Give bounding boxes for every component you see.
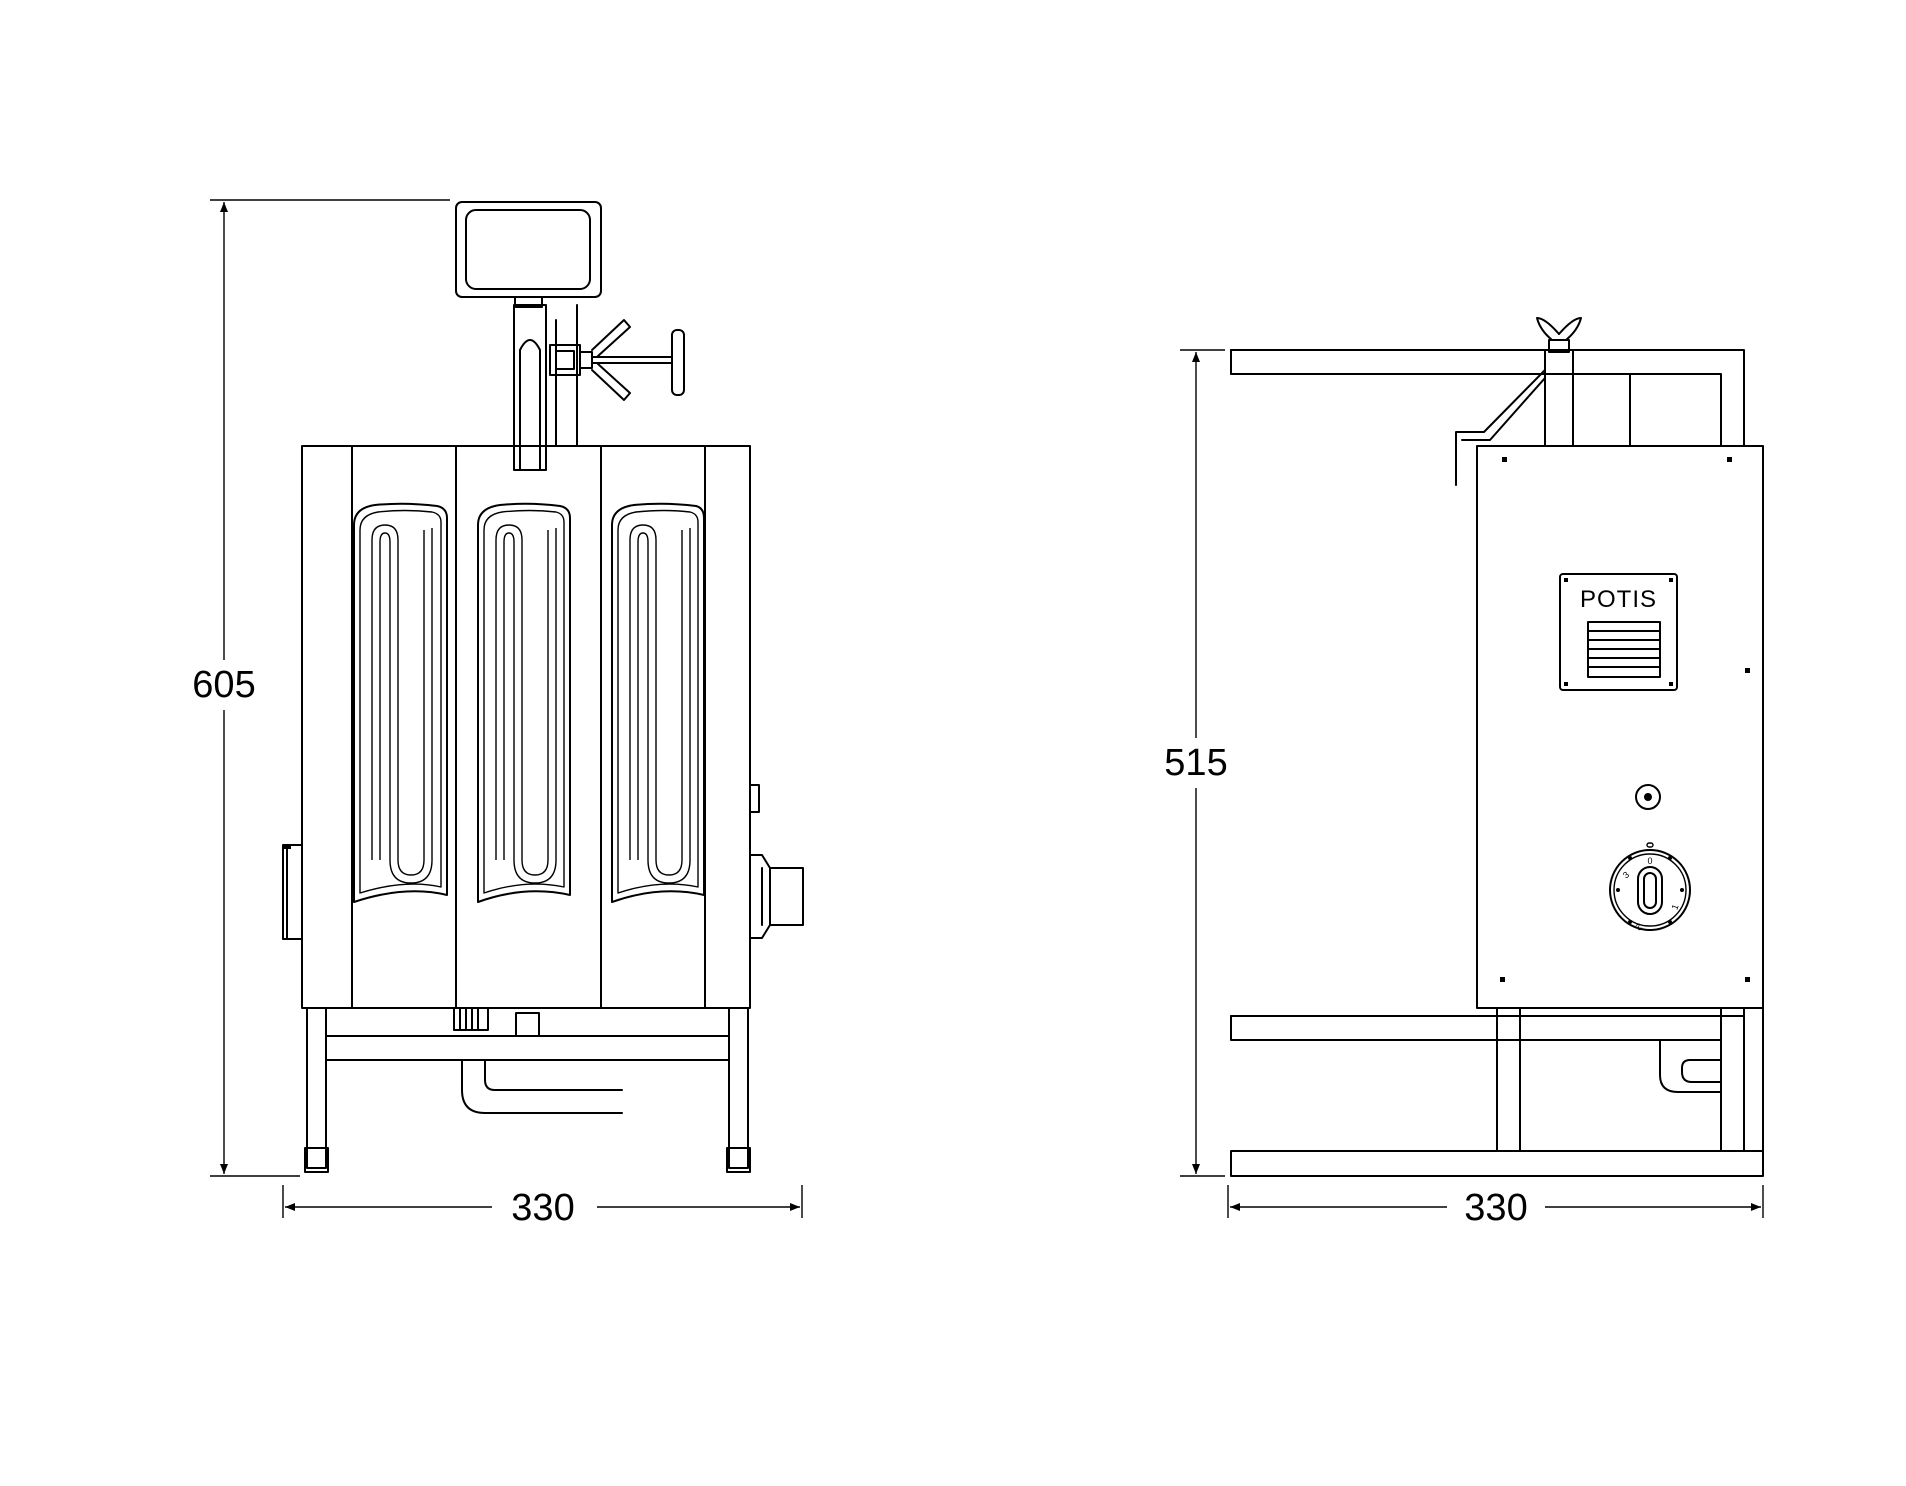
drain-valve [453, 1007, 623, 1114]
side-height-dimension: 515 [1164, 349, 1228, 1177]
heater-panel-right [611, 502, 705, 903]
side-width-label: 330 [1464, 1187, 1527, 1229]
wing-nut [1536, 317, 1582, 353]
front-cabinet [301, 445, 751, 1009]
front-width-dimension: 330 [282, 1185, 803, 1229]
display-panel [455, 201, 602, 308]
top-arm [1230, 349, 1745, 486]
heater-panel-center [477, 502, 571, 903]
side-height-label: 515 [1164, 742, 1227, 784]
right-side-fitting [749, 784, 804, 939]
indicator-lamp [1635, 784, 1661, 810]
heater-panel-left [353, 502, 448, 903]
knob-mark-1: 1 [1669, 903, 1680, 911]
side-base-frame [1230, 1007, 1764, 1177]
side-view: 515 330 [1164, 317, 1764, 1229]
brand-label: POTIS [1580, 586, 1657, 613]
clamp-screw [549, 319, 685, 401]
brand-plate: POTIS [1559, 573, 1678, 691]
side-width-dimension: 330 [1227, 1185, 1764, 1229]
left-side-box [282, 844, 303, 940]
mast [513, 304, 578, 471]
vent-grille [1587, 621, 1661, 678]
front-width-label: 330 [511, 1187, 574, 1229]
control-knob: 0 1 2 3 [1609, 842, 1691, 933]
knob-mark-2: 2 [1634, 921, 1643, 932]
front-height-dimension: 605 [192, 199, 450, 1177]
knob-mark-3: 3 [1621, 870, 1631, 881]
front-view: 605 330 [192, 199, 804, 1229]
knob-mark-0: 0 [1647, 856, 1652, 866]
front-height-label: 605 [192, 664, 255, 706]
side-cabinet [1476, 445, 1764, 1009]
